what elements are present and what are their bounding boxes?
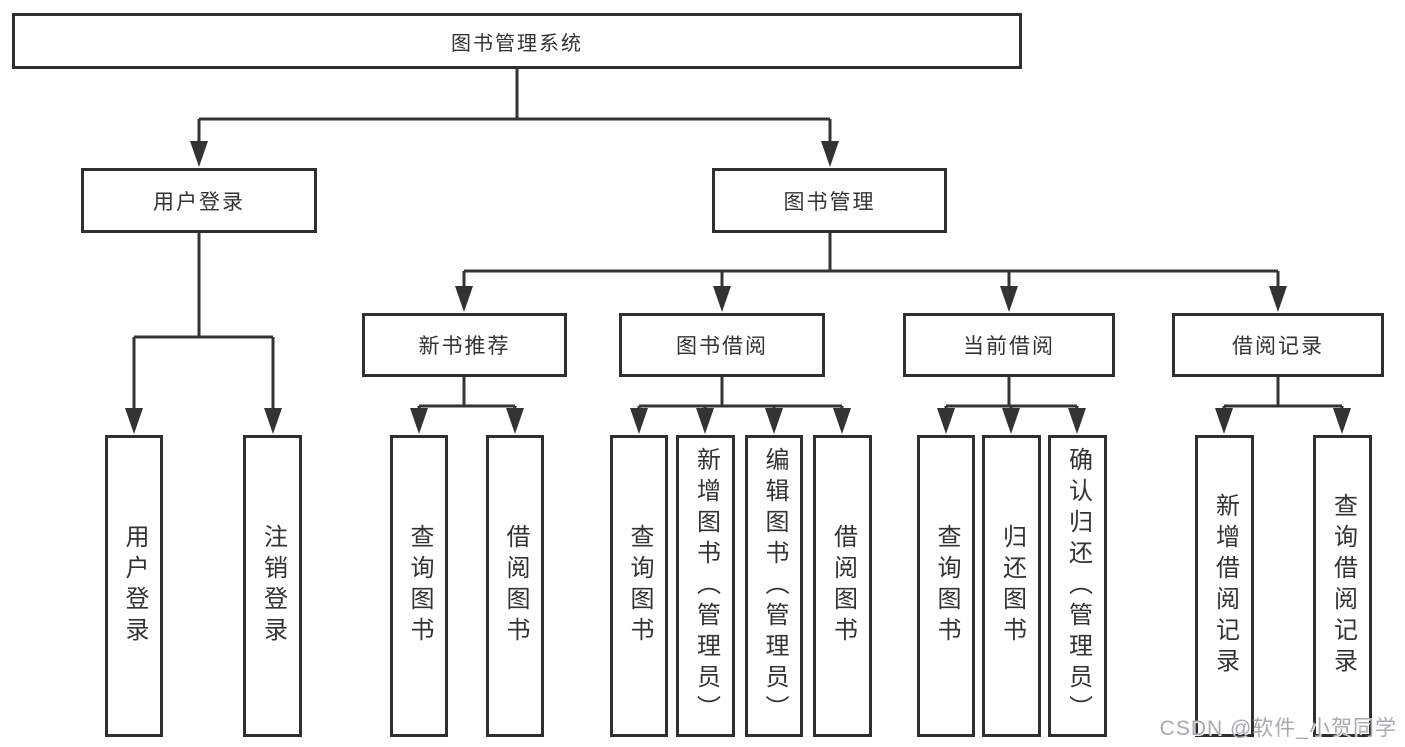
node-book-management-system: 图书管理系统 bbox=[12, 13, 1022, 69]
node-user-login: 用户登录 bbox=[81, 168, 317, 233]
watermark: CSDN @软件_小贺同学 bbox=[1159, 717, 1397, 740]
leaf-query-books-borrowing: 查询图书 bbox=[610, 435, 668, 737]
arrowheads bbox=[125, 141, 1351, 434]
leaf-return-book: 归还图书 bbox=[982, 435, 1041, 737]
node-new-book-recommendation: 新书推荐 bbox=[362, 313, 567, 377]
node-book-management: 图书管理 bbox=[712, 168, 947, 233]
node-current-borrowing: 当前借阅 bbox=[903, 313, 1115, 377]
leaf-borrow-books-recommend: 借阅图书 bbox=[486, 435, 544, 737]
leaf-confirm-return-admin: 确认归还（管理员） bbox=[1048, 435, 1107, 737]
leaf-add-borrow-record: 新增借阅记录 bbox=[1195, 435, 1254, 737]
node-book-borrowing: 图书借阅 bbox=[619, 313, 825, 377]
leaf-user-login: 用户登录 bbox=[105, 435, 163, 737]
leaf-edit-book-admin: 编辑图书（管理员） bbox=[745, 435, 803, 737]
leaf-query-borrow-record: 查询借阅记录 bbox=[1313, 435, 1372, 737]
leaf-query-books-recommend: 查询图书 bbox=[390, 435, 448, 737]
leaf-borrow-books-borrowing: 借阅图书 bbox=[813, 435, 872, 737]
leaf-logout: 注销登录 bbox=[243, 435, 302, 737]
leaf-query-books-current: 查询图书 bbox=[917, 435, 975, 737]
leaf-add-book-admin: 新增图书（管理员） bbox=[676, 435, 735, 737]
node-borrowing-records: 借阅记录 bbox=[1172, 313, 1384, 377]
